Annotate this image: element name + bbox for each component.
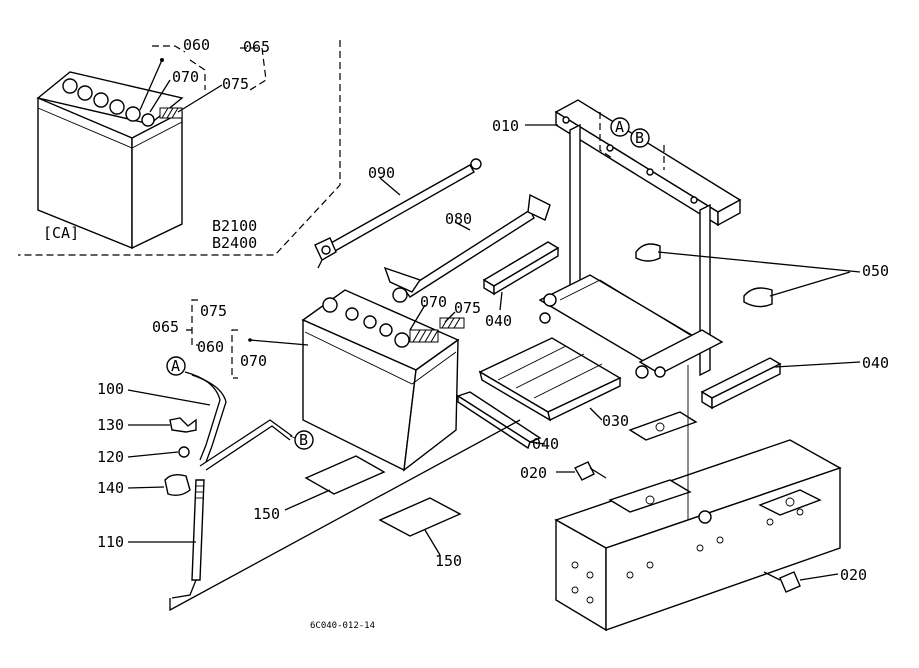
battery-hold-rod (171, 371, 293, 599)
chassis-frame (554, 411, 842, 632)
label-065-top: 065 (243, 38, 270, 56)
pad-150-a (304, 455, 386, 495)
strip-040-a (482, 241, 560, 296)
drawing-code: 6C040-012-14 (310, 621, 375, 631)
label-075-mid: 075 (200, 302, 227, 320)
label-130: 130 (97, 416, 124, 434)
label-010: 010 (492, 117, 519, 135)
bolt-020-b (763, 571, 801, 593)
label-090: 090 (368, 164, 395, 182)
cushion-050-b (743, 287, 773, 308)
label-140: 140 (97, 479, 124, 497)
ref-circle-b-top (630, 128, 650, 148)
label-040-c: 040 (532, 435, 559, 453)
clip-140 (164, 473, 191, 497)
battery-frame-010 (538, 99, 742, 379)
strip-040-c (456, 391, 542, 450)
label-model-b2100: B2100 (212, 217, 257, 235)
ref-circle-a-top (610, 117, 630, 137)
label-050: 050 (862, 262, 889, 280)
label-150-a: 150 (253, 505, 280, 523)
terminal-cover-hatch (159, 107, 183, 119)
battery-cable-090 (314, 158, 482, 269)
ref-circle-b-left (294, 430, 314, 450)
label-080: 080 (445, 210, 472, 228)
wing-nut-130 (169, 417, 197, 433)
label-model-b2400: B2400 (212, 234, 257, 252)
label-065-mid: 065 (152, 318, 179, 336)
strip-040-b (700, 357, 782, 410)
label-120: 120 (97, 448, 124, 466)
ref-circle-a-left (166, 356, 186, 376)
ca-battery-inset (18, 40, 341, 256)
label-110: 110 (97, 533, 124, 551)
label-040-b: 040 (862, 354, 889, 372)
label-020-a: 020 (520, 464, 547, 482)
ref-a-left: A (171, 357, 180, 375)
label-075-right: 075 (454, 299, 481, 317)
label-020-b: 020 (840, 566, 867, 584)
cushion-050-a (635, 243, 661, 262)
battery-caps (62, 78, 155, 127)
label-070-mid: 070 (240, 352, 267, 370)
label-ca: [CA] (43, 224, 79, 242)
label-060-top: 060 (183, 36, 210, 54)
label-075-top: 075 (222, 75, 249, 93)
pad-150-b (378, 497, 462, 537)
bolt-020-a (574, 461, 607, 481)
label-030: 030 (602, 412, 629, 430)
ref-a-top: A (615, 118, 624, 136)
battery (301, 289, 465, 472)
label-100: 100 (97, 380, 124, 398)
label-070-right: 070 (420, 293, 447, 311)
battery-tray-030 (478, 337, 622, 422)
ref-b-left: B (299, 431, 308, 449)
label-150-b: 150 (435, 552, 462, 570)
battery-cable-080 (383, 193, 551, 303)
label-040-a: 040 (485, 312, 512, 330)
ref-b-top: B (635, 129, 644, 147)
label-060-mid: 060 (197, 338, 224, 356)
washer-120 (178, 446, 190, 458)
label-070-top: 070 (172, 68, 199, 86)
